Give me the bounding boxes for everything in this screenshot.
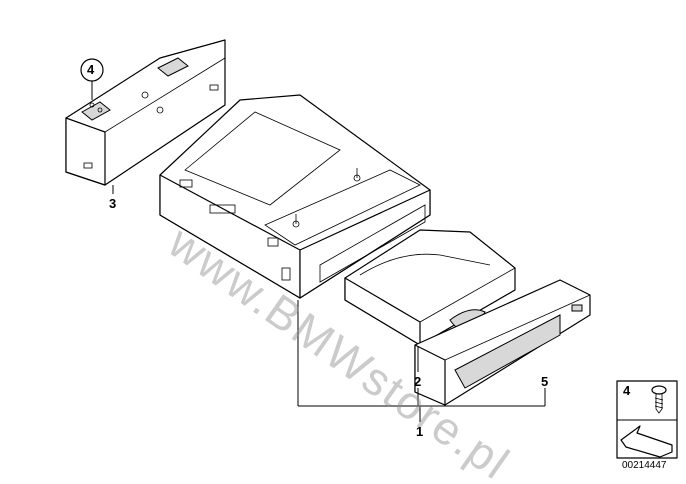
callout-5: 5: [541, 374, 549, 389]
mounting-frame-part-3: [65, 39, 226, 186]
faceplate-part-5: [414, 279, 591, 406]
main-unit-part-1: [159, 94, 431, 299]
screw-icon: [651, 385, 667, 414]
legend-box: [616, 380, 678, 459]
document-number: 00214447: [622, 460, 667, 471]
callout-4: 4: [87, 62, 95, 77]
callout-1: 1: [416, 424, 424, 439]
direction-arrow-icon: [620, 425, 673, 458]
callout-2: 2: [414, 374, 422, 389]
legend-item-number: 4: [623, 383, 631, 398]
leader-lines: [80, 58, 546, 422]
callout-3: 3: [109, 196, 117, 211]
callout-circle: [80, 58, 104, 82]
